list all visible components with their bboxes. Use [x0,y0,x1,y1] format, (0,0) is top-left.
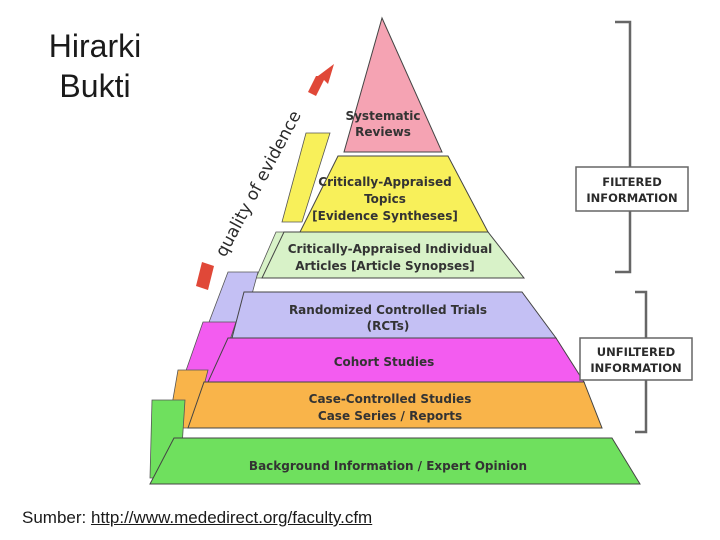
filtered-label-box [575,166,689,212]
title-line-1: Hirarki [48,28,142,64]
source-prefix: Sumber: [22,508,91,527]
level-7-line-1: Background Information / Expert Opinion [249,459,527,473]
level-6-line-2: Case Series / Reports [318,409,462,423]
slide-title: Hirarki Bukti [30,26,160,106]
unfiltered-bracket: UNFILTERED INFORMATION [579,290,693,434]
pyramid-front-faces [149,16,641,485]
title-line-2: Bukti [59,68,131,104]
level-4-line-2: (RCTs) [367,319,410,333]
level-2-line-1: Critically-Appraised [318,175,451,189]
level-face-7 [149,437,641,485]
source-citation: Sumber: http://www.mededirect.org/facult… [22,508,372,528]
level-1-line-2: Reviews [355,125,411,139]
level-4-line-1: Randomized Controlled Trials [289,303,487,317]
level-3-line-1: Critically-Appraised Individual [288,242,493,256]
level-6-line-1: Case-Controlled Studies [309,392,472,406]
side-face-level-2 [281,132,331,223]
filtered-label-line-1: FILTERED [602,175,662,189]
level-face-6 [187,381,603,429]
source-link[interactable]: http://www.mededirect.org/faculty.cfm [90,508,373,527]
level-face-1 [343,16,443,153]
level-labels: Systematic Reviews Critically-Appraised … [249,109,527,473]
unfiltered-label-box [579,337,693,381]
level-face-3 [261,231,526,279]
level-5-line-1: Cohort Studies [334,355,435,369]
filtered-bracket-line [615,20,632,274]
level-2-line-3: [Evidence Syntheses] [312,209,458,223]
filtered-bracket: FILTERED INFORMATION [575,20,689,274]
arrowhead-icon [308,64,334,96]
level-1-line-1: Systematic [345,109,420,123]
level-3-line-2: Articles [Article Synopses] [295,259,475,273]
unfiltered-label-line-1: UNFILTERED [597,345,675,359]
unfiltered-label-line-2: INFORMATION [590,361,681,375]
arrow-tail-segment [196,262,214,290]
filtered-label-line-2: INFORMATION [586,191,677,205]
level-2-line-2: Topics [364,192,406,206]
